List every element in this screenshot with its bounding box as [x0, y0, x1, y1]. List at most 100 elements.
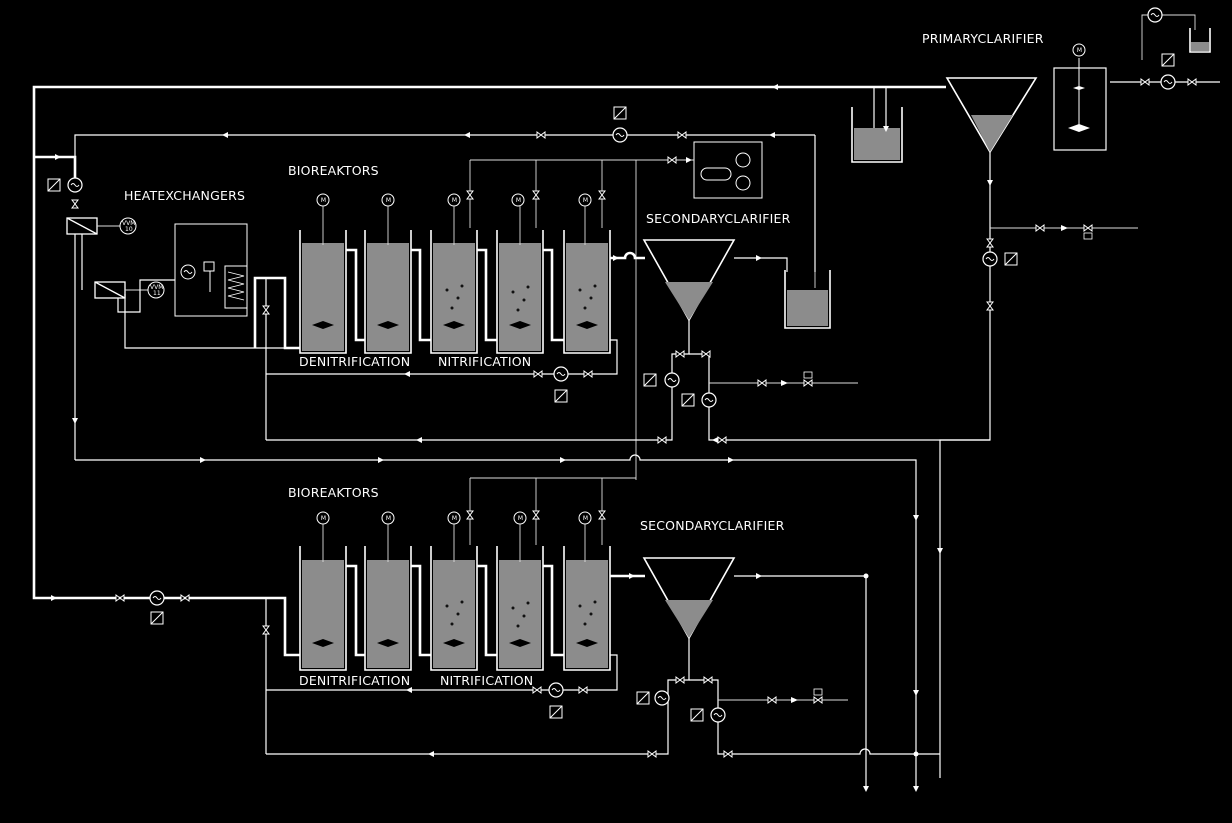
was-sample-check-bottom: [791, 697, 798, 703]
mixer-motor-top-4: M: [511, 193, 525, 207]
bioreactor-bottom-5: [563, 546, 611, 671]
svg-text:VVM: VVM: [122, 220, 135, 227]
primary-sludge-valve-1[interactable]: [1035, 224, 1045, 232]
heat-exchanger-1: [66, 217, 98, 235]
air-valve-r4[interactable]: [532, 190, 540, 200]
bioreactor-bottom-4: [496, 546, 544, 671]
inlet-mixing-tank: [1053, 58, 1107, 151]
effluent-tank-top: [784, 270, 831, 329]
was-pump-top: [701, 392, 717, 408]
svg-text:M: M: [386, 197, 391, 204]
internal-recirc-pump-top-motor: [554, 389, 568, 403]
bottom-bypass-valve[interactable]: [262, 625, 270, 635]
heat-loop-pump-motor: [47, 178, 61, 192]
was-valve-bottom-2[interactable]: [723, 750, 733, 758]
heat-exchangers-label: HEATEXCHANGERS: [124, 188, 245, 203]
internal-recirc-pump-bottom-motor: [549, 705, 563, 719]
was-valve-top-1[interactable]: [701, 350, 711, 358]
internal-recirc-valve-bottom-2[interactable]: [578, 686, 588, 694]
vvm-11-instrument: VVM 11: [147, 281, 165, 299]
air-valve-r5[interactable]: [598, 190, 606, 200]
primary-sludge-valve-2[interactable]: [1083, 224, 1093, 232]
was-sample-valve-bottom-2[interactable]: [813, 696, 823, 704]
mixer-motor-bottom-3: M: [447, 511, 461, 525]
bottom-feed-pump: [149, 590, 165, 606]
ras-pump-top-motor: [643, 373, 657, 387]
primary-sludge-actuator: [1083, 232, 1093, 240]
air-valve-r3[interactable]: [466, 190, 474, 200]
mixer-motor-bottom-1: M: [316, 511, 330, 525]
ras-valve-bottom-1[interactable]: [675, 676, 685, 684]
inlet-pump: [1160, 74, 1176, 90]
was-valve-top-2[interactable]: [717, 436, 727, 444]
heat-loop-valve[interactable]: [71, 199, 79, 209]
ras-pump-bottom: [654, 690, 670, 706]
svg-text:M: M: [583, 197, 588, 204]
nitrification-bottom-label: NITRIFICATION: [440, 673, 533, 688]
mixer-motor-top-5: M: [578, 193, 592, 207]
internal-recirc-valve-bottom-1[interactable]: [532, 686, 542, 694]
svg-text:M: M: [583, 515, 588, 522]
ras-pump-top: [664, 372, 680, 388]
air-valve[interactable]: [667, 156, 677, 164]
inlet-valve-2[interactable]: [1187, 78, 1197, 86]
bioreactor-top-4: [496, 230, 544, 354]
primary-sludge-valve-4[interactable]: [986, 301, 994, 311]
ras-valve-top-2[interactable]: [657, 436, 667, 444]
denitrification-top-label: DENITRIFICATION: [299, 354, 410, 369]
svg-text:M: M: [321, 515, 326, 522]
bottom-feed-valve-2[interactable]: [180, 594, 190, 602]
svg-text:M: M: [518, 515, 523, 522]
recirc-valve-1[interactable]: [536, 131, 546, 139]
was-sample-check: [781, 380, 788, 386]
internal-recirc-pump-top: [553, 366, 569, 382]
recirc-valve-2[interactable]: [677, 131, 687, 139]
bioreactor-bottom-1: [299, 546, 347, 671]
air-valve-b5[interactable]: [598, 510, 606, 520]
air-valve-b3[interactable]: [466, 510, 474, 520]
mixer-motor-top-2: M: [381, 193, 395, 207]
air-valve-b4[interactable]: [532, 510, 540, 520]
inlet-feed-pump: [1147, 7, 1163, 23]
internal-recirc-pump-bottom: [548, 682, 564, 698]
svg-text:VVM: VVM: [150, 284, 163, 291]
bioreaktors-bottom-label: BIOREAKTORS: [288, 485, 379, 500]
primary-sludge-check: [1061, 225, 1068, 231]
svg-text:M: M: [321, 197, 326, 204]
was-pump-top-motor: [681, 393, 695, 407]
vvm-10-instrument: VVM 10: [119, 217, 137, 235]
internal-recirc-valve-top-1[interactable]: [533, 370, 543, 378]
heat-loop-pump: [67, 177, 83, 193]
recirc-pump: [612, 127, 628, 143]
mixer-motor-bottom-5: M: [578, 511, 592, 525]
denitrification-bottom-label: DENITRIFICATION: [299, 673, 410, 688]
bioreactor-bottom-2: [364, 546, 412, 671]
internal-recirc-valve-top-2[interactable]: [583, 370, 593, 378]
svg-text:11: 11: [153, 290, 161, 297]
ras-valve-top-1[interactable]: [675, 350, 685, 358]
primary-sludge-pump-motor: [1004, 252, 1018, 266]
ras-pump-bottom-motor: [636, 691, 650, 705]
bottom-feed-valve-1[interactable]: [115, 594, 125, 602]
was-sample-valve-bottom-1[interactable]: [767, 696, 777, 704]
ras-valve-bottom-2[interactable]: [647, 750, 657, 758]
svg-text:M: M: [386, 515, 391, 522]
svg-text:M: M: [452, 515, 457, 522]
was-pump-bottom-motor: [690, 708, 704, 722]
was-sample-valve-2[interactable]: [803, 379, 813, 387]
svg-text:10: 10: [125, 226, 133, 233]
mixer-motor-top-3: M: [447, 193, 461, 207]
primary-sludge-valve-3[interactable]: [986, 238, 994, 248]
was-sample-valve-1[interactable]: [757, 379, 767, 387]
recirc-pump-motor: [613, 106, 627, 120]
was-valve-bottom-1[interactable]: [703, 676, 713, 684]
aeration-control-panel: [693, 141, 763, 199]
inlet-valve-1[interactable]: [1140, 78, 1150, 86]
top-bypass-valve[interactable]: [262, 305, 270, 315]
inlet-mixer-motor: M: [1072, 43, 1086, 57]
mixer-motor-bottom-4: M: [513, 511, 527, 525]
secondary-clarifier-bottom: [642, 557, 736, 640]
nitrification-top-label: NITRIFICATION: [438, 354, 531, 369]
svg-text:M: M: [1077, 47, 1082, 54]
